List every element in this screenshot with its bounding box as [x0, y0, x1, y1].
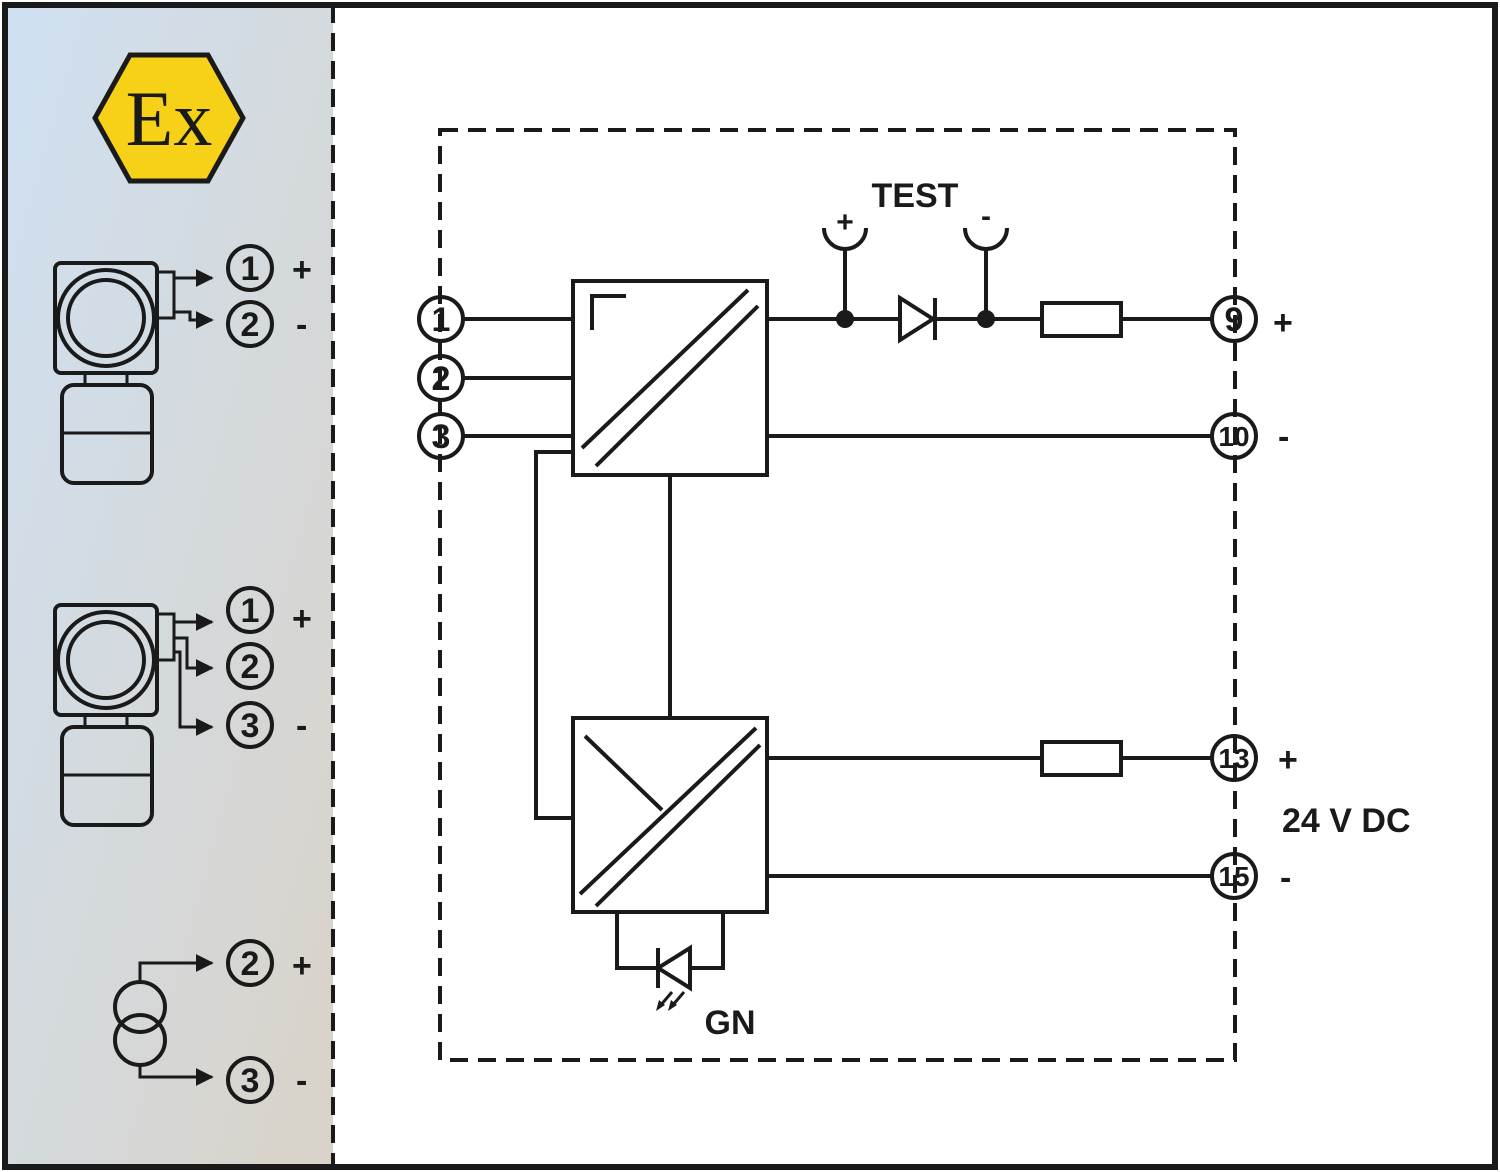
ex-hazard-logo: Ex — [92, 52, 246, 184]
module-input-terminal-1: 1 — [417, 295, 465, 343]
fuse-icon-output — [1040, 301, 1123, 338]
transmitter-icon — [53, 261, 176, 485]
module-input-terminal-2: 2 — [417, 354, 465, 402]
module-supply-terminal-15: 15 — [1210, 852, 1258, 900]
module-housing-dashed — [438, 128, 1237, 1062]
polarity-sign: + — [292, 251, 312, 289]
wire-arrow — [138, 954, 214, 982]
terminal-number: 3 — [241, 1062, 260, 1100]
wire-arrow — [138, 1065, 214, 1086]
polarity-sign: + — [292, 600, 312, 638]
status-led-icon — [615, 912, 725, 1011]
polarity-sign: - — [1278, 418, 1289, 456]
internal-feed-wire — [534, 450, 573, 820]
module-input-terminal-3: 3 — [417, 412, 465, 460]
polarity-sign: + — [292, 947, 312, 985]
fuse-icon-supply — [1040, 740, 1123, 777]
ex-hexagon-icon — [92, 52, 246, 184]
terminal-number: 1 — [241, 592, 260, 630]
terminal-3: 3 — [226, 701, 274, 749]
terminal-3: 3 — [226, 1056, 274, 1104]
terminal-number: 1 — [241, 250, 260, 288]
ex-logo-text: Ex — [126, 75, 213, 162]
test-plus-sign: + — [836, 206, 854, 239]
wire-arrow — [174, 650, 214, 736]
terminal-2: 2 — [226, 642, 274, 690]
terminal-number: 3 — [432, 418, 451, 456]
terminal-number: 9 — [1225, 301, 1244, 339]
polarity-sign: - — [296, 707, 307, 745]
test-minus-sign: - — [981, 200, 991, 233]
current-source: 2 + 3 - — [113, 939, 312, 1104]
terminal-number: 13 — [1218, 743, 1249, 774]
test-socket-minus-icon — [963, 227, 1009, 328]
terminal-number: 2 — [241, 945, 260, 983]
polarity-sign: + — [1273, 304, 1293, 342]
polarity-sign: - — [1280, 859, 1291, 897]
module-output-terminal-9: 9 — [1210, 295, 1258, 343]
terminal-number: 1 — [432, 301, 451, 339]
terminal-2: 2 — [226, 939, 274, 987]
terminal-number: 2 — [241, 648, 260, 686]
terminal-number: 15 — [1218, 861, 1249, 892]
terminal-number: 2 — [432, 360, 451, 398]
terminal-1: 1 — [226, 244, 274, 292]
terminal-number: 10 — [1218, 421, 1249, 452]
wire-arrow — [174, 636, 214, 677]
module-supply-terminal-13: 13 — [1210, 734, 1258, 782]
supply-voltage-label: 24 V DC — [1282, 802, 1411, 840]
terminal-1: 1 — [226, 586, 274, 634]
terminal-number: 3 — [241, 707, 260, 745]
two-wire-transmitter: 1 + 2 - — [53, 244, 312, 485]
polarity-sign: - — [296, 1062, 307, 1100]
wire-arrow — [174, 310, 214, 329]
three-wire-transmitter: 1 + 2 3 - — [53, 586, 312, 827]
terminal-number: 2 — [241, 306, 260, 344]
module-output-terminal-10: 10 — [1210, 412, 1258, 460]
terminal-2: 2 — [226, 300, 274, 348]
diode-icon — [898, 294, 937, 344]
transmitter-icon — [53, 603, 176, 827]
test-label: TEST — [872, 177, 959, 215]
polarity-sign: - — [296, 306, 307, 344]
led-color-label: GN — [705, 1004, 756, 1042]
hazardous-area-background — [5, 5, 333, 1167]
polarity-sign: + — [1278, 741, 1298, 779]
test-socket-plus-icon — [822, 227, 868, 328]
